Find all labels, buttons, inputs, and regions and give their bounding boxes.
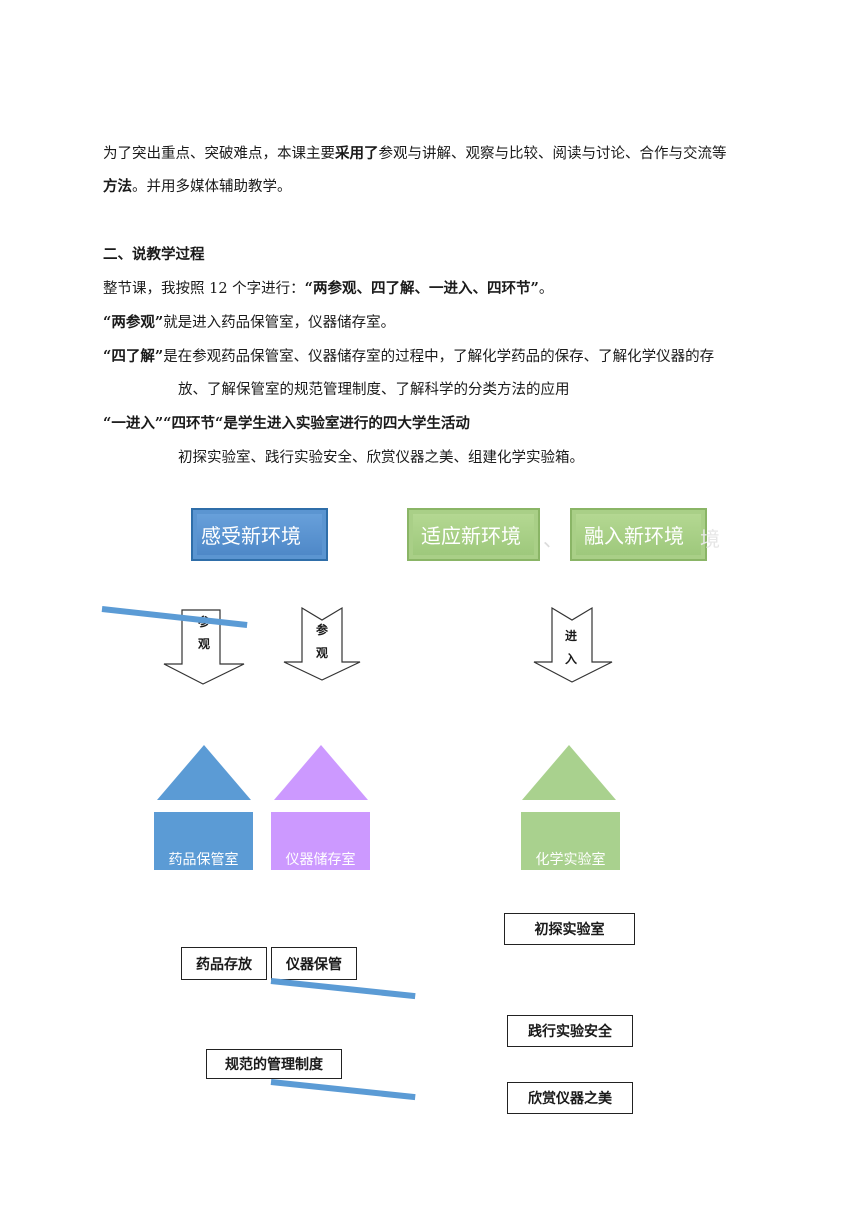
banner-feel: 感受新环境 — [191, 508, 328, 561]
down-arrow-icon — [533, 606, 613, 683]
room-instrument-storage: 仪器储存室 — [271, 812, 370, 870]
banner-integrate: 融入新环境 — [570, 508, 707, 561]
item-label: “四了解” — [103, 348, 164, 365]
roof-drug-room — [157, 745, 251, 800]
item-text: 是在参观药品保管室、仪器储存室的过程中，了解化学药品的保存、了解化学仪器的存 — [163, 349, 715, 365]
text-run: 参观与讲解、观察与比较、阅读与讨论、合作与交流等 — [378, 146, 727, 162]
roof-lab — [522, 745, 616, 800]
paragraph-line-1: 为了突出重点、突破难点，本课主要采用了参观与讲解、观察与比较、阅读与讨论、合作与… — [103, 144, 727, 164]
text-run: 。 — [538, 281, 554, 297]
text-run: 整节课，我按照 12 个字进行： — [103, 281, 305, 297]
slanted-bar — [270, 1079, 416, 1101]
slanted-bar — [270, 978, 416, 1000]
box-lab-safety: 践行实验安全 — [507, 1015, 633, 1047]
box-instrument-keeping: 仪器保管 — [271, 947, 357, 980]
section-heading: 二、说教学过程 — [103, 246, 205, 263]
arrow-char: 进 — [564, 629, 577, 643]
box-management-rules: 规范的管理制度 — [206, 1049, 342, 1079]
text-run: 。并用多媒体辅助教学。 — [132, 179, 292, 195]
box-appreciate-instruments: 欣赏仪器之美 — [507, 1082, 633, 1114]
item-line-1: “两参观”就是进入药品保管室，仪器储存室。 — [103, 313, 395, 333]
box-drug-storage: 药品存放 — [181, 947, 267, 980]
banner-adapt: 适应新环境 — [407, 508, 540, 561]
intro-line: 整节课，我按照 12 个字进行：“两参观、四了解、一进入、四环节”。 — [103, 279, 553, 299]
room-chem-lab: 化学实验室 — [521, 812, 620, 870]
banner-separator: 、 — [543, 527, 563, 551]
item-line-3-cont: 初探实验室、践行实验安全、欣赏仪器之美、组建化学实验箱。 — [178, 450, 584, 466]
arrow-char: 参 — [315, 623, 328, 637]
item-line-3: “一进入”“四环节“是学生进入实验室进行的四大学生活动 — [103, 415, 470, 432]
down-arrow-icon — [283, 606, 361, 681]
item-label: “两参观” — [103, 314, 164, 331]
item-text: 就是进入药品保管室，仪器储存室。 — [163, 315, 396, 331]
banner-label: 适应新环境 — [421, 524, 521, 548]
room-label: 药品保管室 — [168, 852, 239, 868]
arrow-char: 入 — [564, 652, 577, 666]
text-run: 为了突出重点、突破难点，本课主要 — [103, 146, 335, 162]
item-line-2-cont: 放、了解保管室的规范管理制度、了解科学的分类方法的应用 — [178, 382, 570, 398]
roof-instrument-room — [274, 745, 368, 800]
arrow-char: 观 — [197, 637, 210, 651]
item-line-2: “四了解”是在参观药品保管室、仪器储存室的过程中，了解化学药品的保存、了解化学仪… — [103, 347, 714, 367]
banner-label: 感受新环境 — [201, 524, 301, 548]
banner-label: 融入新环境 — [584, 524, 684, 548]
room-label: 化学实验室 — [535, 852, 606, 868]
room-drug-storage: 药品保管室 — [154, 812, 253, 870]
bold-run: 采用了 — [335, 145, 379, 162]
arrow-char: 观 — [315, 646, 328, 660]
room-label: 仪器储存室 — [285, 852, 356, 868]
bold-run: 方法 — [103, 178, 132, 195]
bold-run: “两参观、四了解、一进入、四环节” — [304, 280, 539, 297]
paragraph-line-2: 方法。并用多媒体辅助教学。 — [103, 177, 292, 197]
box-explore-lab: 初探实验室 — [504, 913, 635, 945]
banner-ghost-char: 境 — [700, 527, 720, 551]
